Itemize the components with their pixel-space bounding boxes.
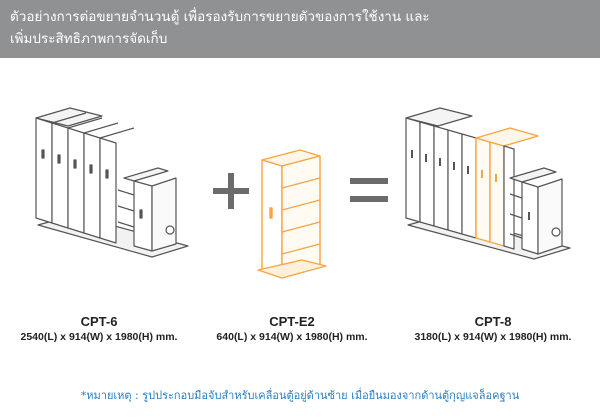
equals-sign [350,178,388,202]
header-line-2: เพิ่มประสิทธิภาพการจัดเก็บ [10,31,168,47]
cpte2-name: CPT-E2 [269,314,315,329]
cpt6-name: CPT-6 [80,314,118,329]
header-banner: ตัวอย่างการต่อขยายจำนวนตู้ เพื่อรองรับกา… [0,0,600,58]
cpt8-dimensions: 3180(L) x 914(W) x 1980(H) mm. [414,331,572,343]
cpte2-dimensions: 640(L) x 914(W) x 1980(H) mm. [216,331,368,343]
plus-sign [213,173,249,209]
cpt6-caption: CPT-6 2540(L) x 914(W) x 1980(H) mm. [14,314,184,344]
cpt8-name: CPT-8 [474,314,512,329]
footnote: *หมายเหตุ : รูปประกอบมือจับสำหรับเคลื่อน… [80,389,520,402]
cpt6-dimensions: 2540(L) x 914(W) x 1980(H) mm. [20,331,178,343]
cabinet-illustration [35,107,571,279]
cpt6-cabinet-illustration [35,107,189,258]
cpte2-extension-illustration [257,149,327,279]
cpte2-caption: CPT-E2 640(L) x 914(W) x 1980(H) mm. [200,314,384,344]
header-line-1: ตัวอย่างการต่อขยายจำนวนตู้ เพื่อรองรับกา… [10,9,430,25]
cpt8-caption: CPT-8 3180(L) x 914(W) x 1980(H) mm. [400,314,586,344]
cpt8-cabinet-illustration [405,107,571,260]
